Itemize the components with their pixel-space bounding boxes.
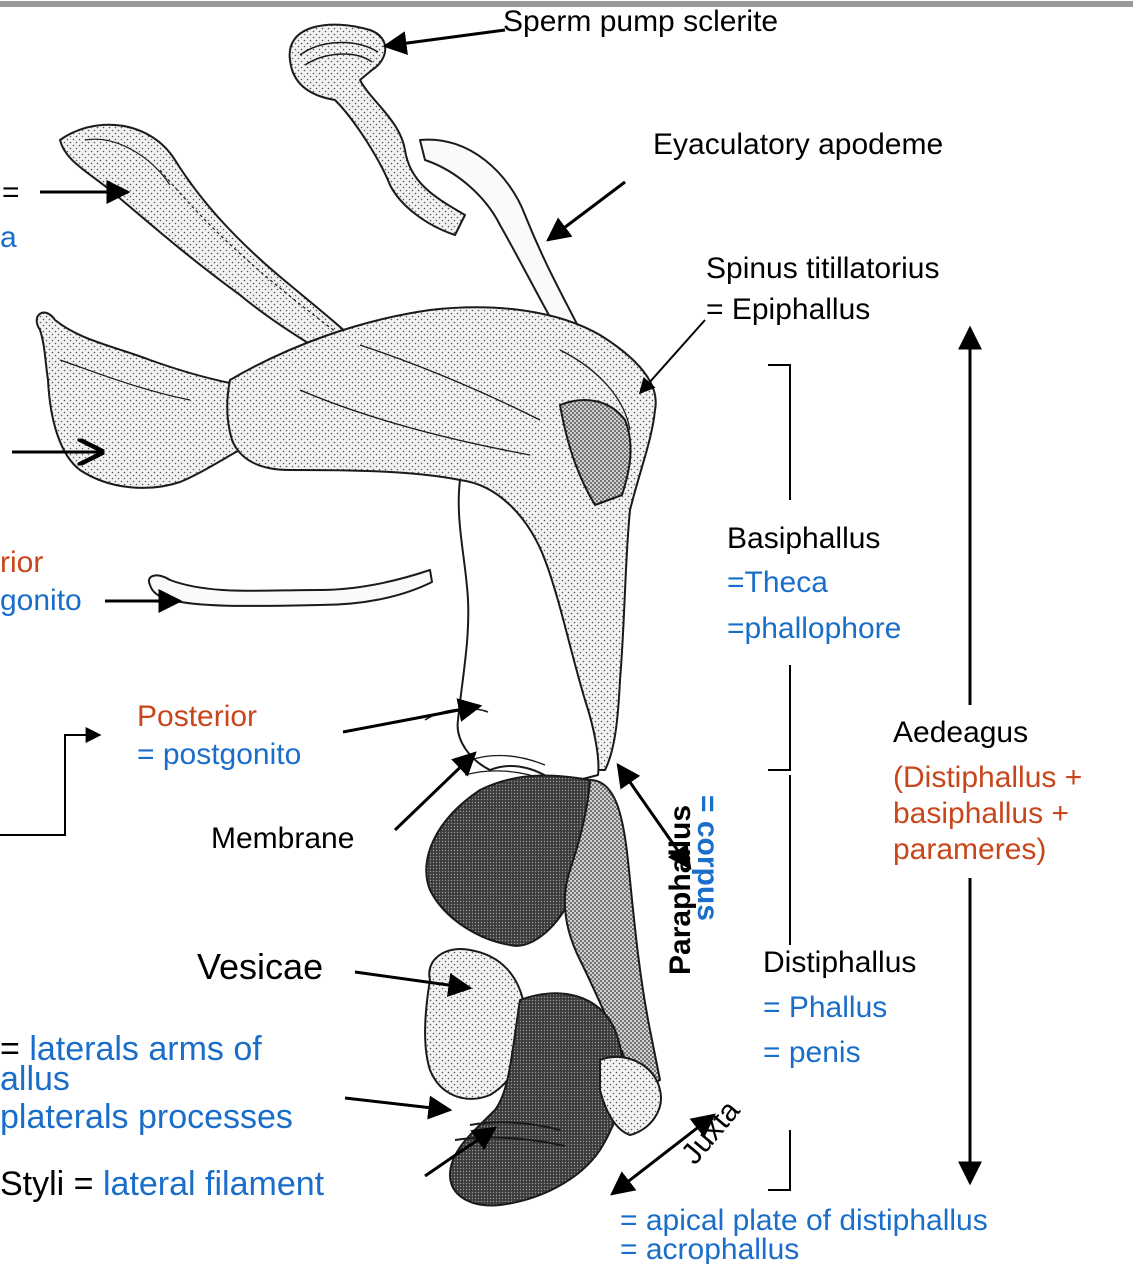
arrow-spinus	[640, 320, 705, 393]
label-acrophallus: = acrophallus	[620, 1233, 799, 1264]
label-styli-line: Styli = lateral filament	[0, 1165, 325, 1203]
label-phallophore: =phallophore	[727, 612, 901, 645]
basiphallus-shape	[227, 307, 656, 770]
label-aed-3: parameres)	[893, 833, 1046, 866]
label-left-a: a	[0, 221, 17, 254]
basiphallus-bracket-bottom	[768, 665, 790, 770]
label-membrane: Membrane	[211, 822, 354, 855]
label-corpus: = corpus	[691, 795, 724, 921]
upper-left-lobe	[60, 125, 360, 365]
label-postgonito: = postgonito	[137, 738, 301, 771]
label-eyaculatory: Eyaculatory apodeme	[653, 128, 943, 161]
label-penis: = penis	[763, 1036, 861, 1069]
label-left-eq: =	[2, 176, 20, 209]
label-spinus-2: = Epiphallus	[706, 293, 870, 326]
label-aed-1: (Distiphallus +	[893, 761, 1082, 794]
label-styli: Styli =	[0, 1165, 103, 1203]
label-juxta: Juxta	[675, 1094, 747, 1170]
label-distiphallus: Distiphallus	[763, 946, 916, 979]
label-sperm-pump: Sperm pump sclerite	[503, 5, 778, 38]
distiphallus-bracket-bottom	[768, 1130, 790, 1190]
arrow-sperm-pump	[385, 30, 505, 46]
label-posterior: Posterior	[137, 700, 257, 733]
anterior-gonito-shape	[149, 570, 432, 606]
label-left-rior: rior	[0, 546, 43, 579]
label-basiphallus: Basiphallus	[727, 522, 880, 555]
label-aed-2: basiphallus +	[893, 797, 1069, 830]
genitalia-illustration	[37, 25, 661, 1206]
basiphallus-bracket-top	[768, 365, 790, 500]
label-allus: allus	[0, 1060, 70, 1098]
arrow-eyaculatory	[548, 182, 625, 240]
label-platerals: platerals processes	[0, 1098, 293, 1136]
label-theca: =Theca	[727, 566, 828, 599]
left-elbow-connector	[0, 735, 100, 835]
eyaculatory-apodeme-shape	[420, 140, 580, 335]
label-left-gonito: gonito	[0, 584, 82, 617]
arrow-laterals	[345, 1098, 450, 1110]
label-aedeagus: Aedeagus	[893, 716, 1028, 749]
label-phallus: = Phallus	[763, 991, 887, 1024]
label-spinus-1: Spinus titillatorius	[706, 252, 939, 285]
label-lateral-filament: lateral filament	[103, 1165, 325, 1203]
sperm-pump-sclerite-shape	[290, 25, 465, 235]
label-vesicae: Vesicae	[197, 946, 323, 987]
